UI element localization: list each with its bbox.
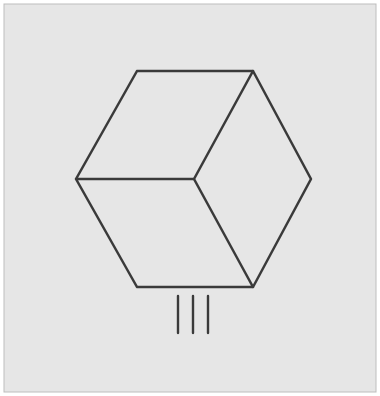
panel-background xyxy=(4,4,376,392)
